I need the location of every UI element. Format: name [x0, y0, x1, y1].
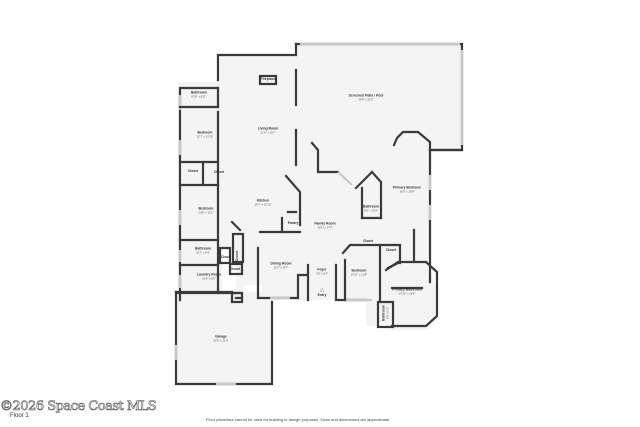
room-closet-b: Closet	[213, 170, 225, 175]
watermark: ©2026 Space Coast MLS	[0, 399, 157, 415]
room-entry: Entry	[317, 293, 327, 298]
room-closet-d: Closet	[235, 250, 240, 262]
room-closet-c: Closet	[220, 255, 232, 260]
room-closet-a: Closet	[187, 169, 199, 174]
garage-walls	[174, 290, 274, 386]
room-closet-f: Closet	[362, 239, 374, 244]
floor-label: Floor 1	[10, 413, 29, 419]
room-pantry: Pantry	[287, 221, 299, 226]
room-fireplace: Fireplace	[260, 77, 276, 82]
room-fills	[176, 44, 462, 384]
room-closet-e: Closet	[229, 267, 241, 272]
disclaimer: Floor plans/tour cannot be used for buil…	[206, 417, 391, 422]
entry-arrow-icon: △	[320, 287, 324, 293]
room-closet-g: Closet	[385, 248, 397, 253]
